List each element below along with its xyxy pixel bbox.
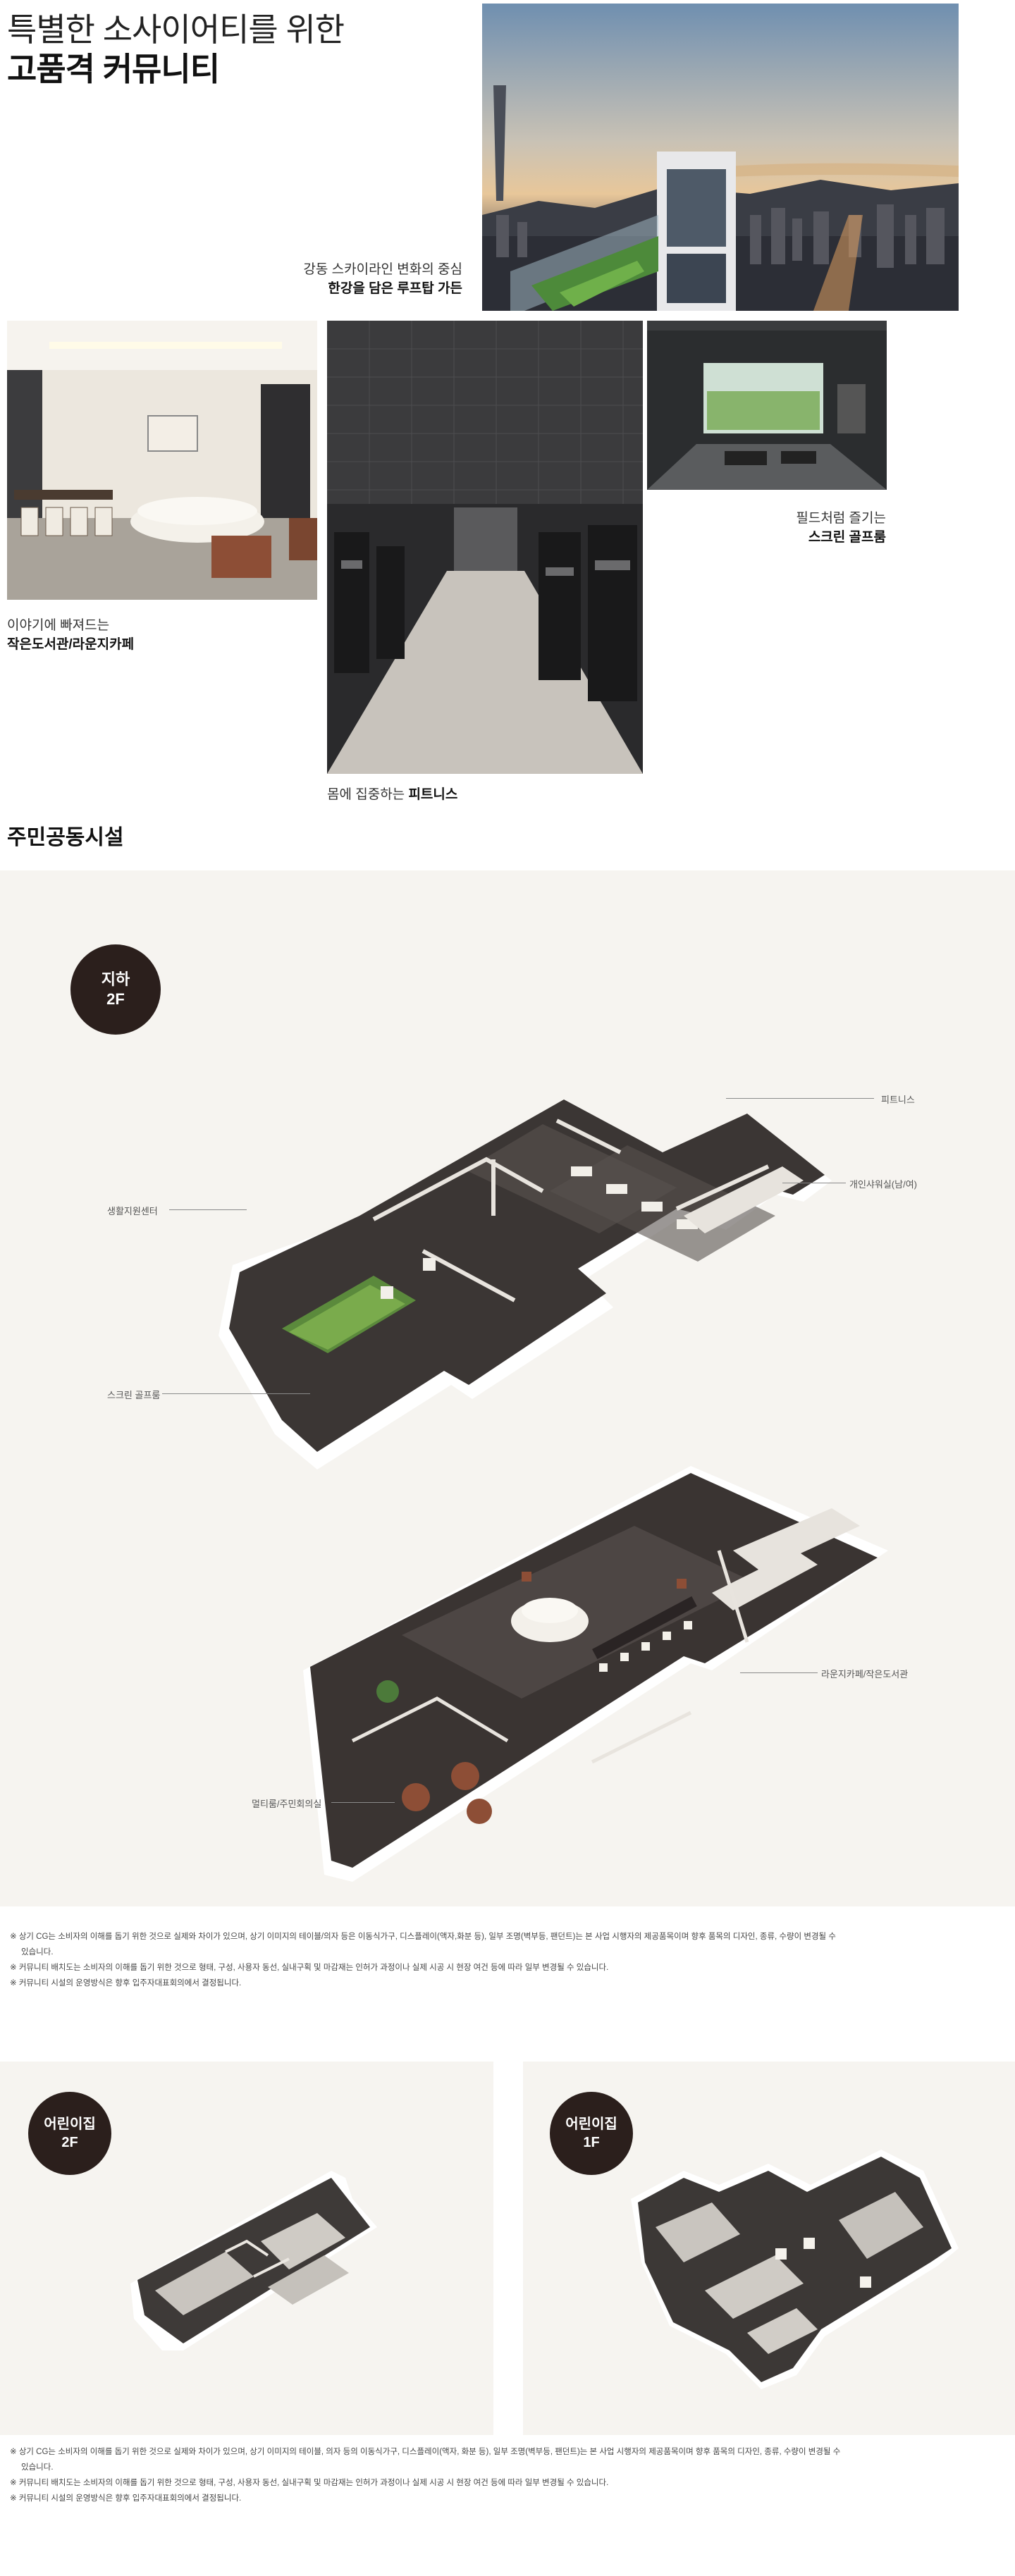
leader-line-support (169, 1209, 247, 1210)
golf-caption-light: 필드처럼 즐기는 (796, 511, 886, 526)
leader-line-fitness (726, 1098, 874, 1099)
badge-daycare-2f-line2: 2F (61, 2135, 78, 2150)
facility-note-2: ※ 커뮤니티 배치도는 소비자의 이해를 돕기 위한 것으로 형태, 구성, 사… (10, 1964, 609, 1972)
leader-line-golf (162, 1393, 310, 1394)
library-caption-light: 이야기에 빠져드는 (7, 618, 110, 633)
daycare-note-1: ※ 상기 CG는 소비자의 이해를 돕기 위한 것으로 실제와 차이가 있으며,… (10, 2448, 841, 2456)
badge-daycare-1f-line1: 어린이집 (565, 2116, 617, 2132)
section-title-facilities: 주민공동시설 (7, 826, 124, 849)
badge-daycare-2f-line1: 어린이집 (44, 2116, 96, 2132)
badge-basement-line1: 지하 (101, 970, 130, 988)
leader-line-lounge (740, 1672, 818, 1673)
facility-notes: ※ 상기 CG는 소비자의 이해를 돕기 위한 것으로 실제와 차이가 있으며,… (10, 1929, 968, 1991)
headline-line2: 고품격 커뮤니티 (7, 51, 220, 87)
fitness-photo (327, 321, 643, 774)
lounge-floor-plan (303, 1466, 888, 1882)
label-support-center: 생활지원센터 (107, 1206, 158, 1216)
badge-daycare-2f: 어린이집 2F (28, 2092, 111, 2175)
daycare-note-3: ※ 커뮤니티 시설의 운영방식은 향후 입주자대표회의에서 결정됩니다. (10, 2494, 242, 2503)
badge-daycare-1f-line2: 1F (583, 2135, 600, 2150)
rooftop-caption-light: 강동 스카이라인 변화의 중심 (303, 262, 462, 277)
label-fitness: 피트니스 (881, 1095, 915, 1105)
daycare-note-2: ※ 커뮤니티 배치도는 소비자의 이해를 돕기 위한 것으로 형태, 구성, 사… (10, 2479, 609, 2487)
screen-golf-photo (647, 321, 887, 490)
fitness-caption-bold: 피트니스 (408, 787, 458, 802)
fitness-caption-light: 몸에 집중하는 (327, 787, 405, 802)
badge-basement-2f: 지하 2F (70, 944, 161, 1035)
library-lounge-photo (7, 321, 317, 600)
fitness-caption: 몸에 집중하는 피트니스 (327, 784, 457, 803)
badge-basement-line2: 2F (106, 990, 125, 1008)
basement-floor-plan (219, 1099, 832, 1469)
headline-line1: 특별한 소사이어티를 위한 (7, 11, 345, 48)
library-caption-bold: 작은도서관/라운지카페 (7, 637, 135, 652)
daycare-2f-floor-plan (130, 2171, 377, 2350)
badge-daycare-1f: 어린이집 1F (550, 2092, 633, 2175)
label-shower: 개인샤워실(남/여) (849, 1179, 917, 1190)
label-multi-room: 멀티룸/주민회의실 (252, 1799, 322, 1809)
rooftop-garden-photo (482, 4, 959, 311)
leader-line-multi (331, 1802, 395, 1803)
golf-caption-bold: 스크린 골프룸 (808, 530, 886, 545)
facility-note-3: ※ 커뮤니티 시설의 운영방식은 향후 입주자대표회의에서 결정됩니다. (10, 1979, 242, 1988)
daycare-notes: ※ 상기 CG는 소비자의 이해를 돕기 위한 것으로 실제와 차이가 있으며,… (10, 2444, 968, 2506)
rooftop-caption-bold: 한강을 담은 루프탑 가든 (328, 281, 462, 296)
facility-note-1: ※ 상기 CG는 소비자의 이해를 돕기 위한 것으로 실제와 차이가 있으며,… (10, 1933, 836, 1941)
label-lounge-library: 라운지카페/작은도서관 (821, 1669, 909, 1680)
label-screen-golf: 스크린 골프룸 (107, 1390, 161, 1400)
facility-note-1-cont: 있습니다. (21, 1948, 54, 1956)
daycare-note-1-cont: 있습니다. (21, 2463, 54, 2472)
daycare-1f-floor-plan (631, 2150, 959, 2389)
